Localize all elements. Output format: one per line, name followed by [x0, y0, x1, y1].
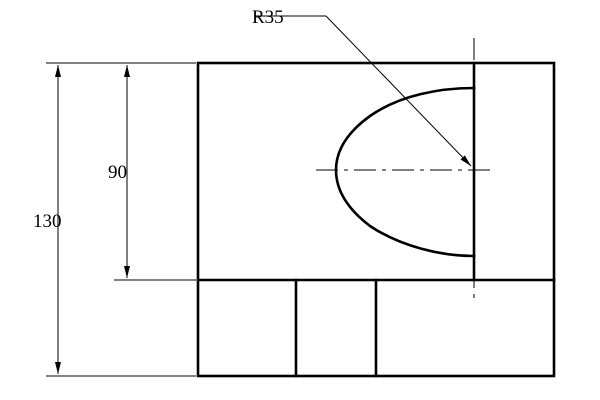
semicircle-cutout: [334, 86, 476, 258]
upper-height-label: 90: [108, 162, 127, 183]
radius-label: R35: [252, 7, 284, 28]
total-height-label: 130: [33, 211, 62, 232]
radius-leader-diagonal: [325, 15, 472, 167]
